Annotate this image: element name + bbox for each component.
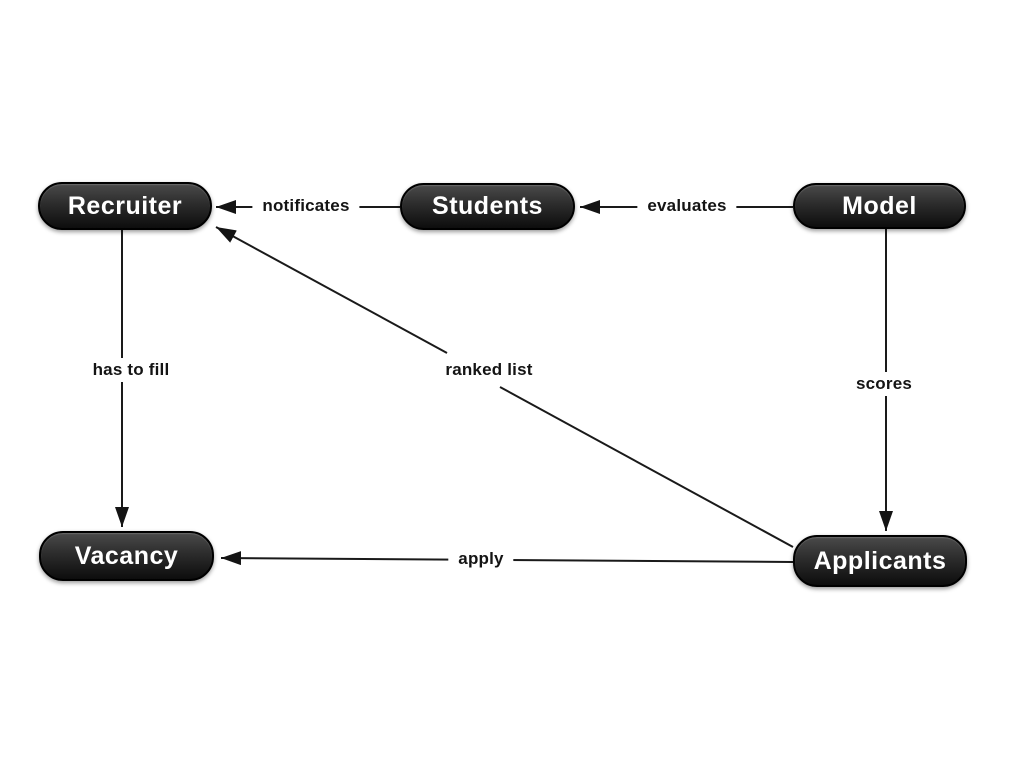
- edge-label-notificates: notificates: [252, 194, 360, 218]
- node-label: Recruiter: [67, 191, 183, 220]
- node-label: Students: [432, 192, 543, 220]
- edge-line-ranked-list: [499, 386, 794, 548]
- node-students: Students: [400, 183, 575, 230]
- node-model: Model: [793, 183, 966, 229]
- edge-label-ranked-list: ranked list: [435, 358, 543, 382]
- node-label: Model: [842, 191, 917, 220]
- edge-line-ranked-list: [215, 226, 448, 354]
- node-label: Vacancy: [74, 541, 179, 570]
- node-applicants: Applicants: [793, 535, 967, 587]
- edge-label-apply: apply: [448, 547, 514, 571]
- node-label: Applicants: [813, 546, 947, 575]
- edge-label-evaluates: evaluates: [637, 194, 737, 218]
- node-recruiter: Recruiter: [38, 182, 212, 230]
- edge-label-has-to-fill: has to fill: [82, 358, 180, 382]
- node-vacancy: Vacancy: [39, 531, 214, 581]
- edge-label-scores: scores: [845, 372, 923, 396]
